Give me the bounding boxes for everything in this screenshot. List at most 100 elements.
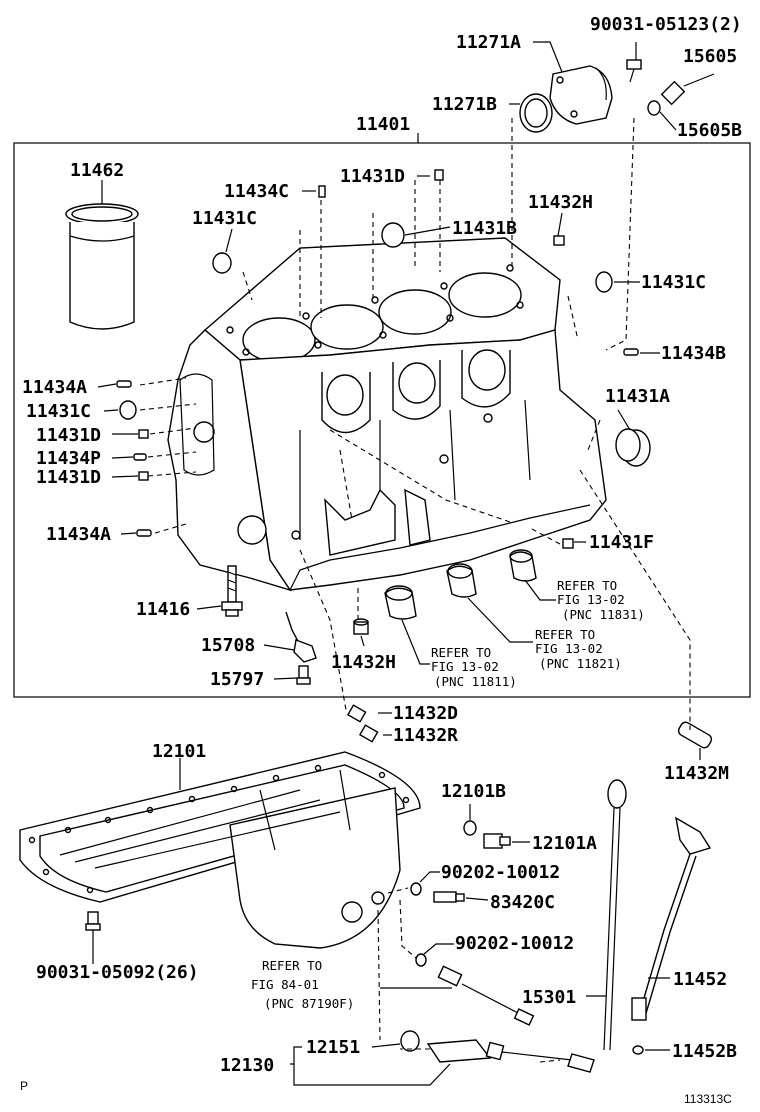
label-11271A: 11271A — [456, 32, 521, 53]
ref-11821-line1: REFER TO — [535, 627, 595, 642]
label-11431C-side: 11431C — [26, 401, 91, 422]
dashed-guide-lines — [139, 117, 691, 1063]
ref-11811-line1: REFER TO — [431, 645, 491, 660]
label-11431F: 11431F — [589, 532, 654, 553]
label-15708: 15708 — [201, 635, 255, 656]
bolt-11416 — [221, 565, 243, 617]
dipstick-15301 — [603, 779, 627, 1051]
ref-87190F-line3: (PNC 87190F) — [264, 996, 354, 1011]
bolt-15797 — [296, 665, 311, 685]
sleeve-11432M — [677, 721, 713, 749]
label-11432R: 11432R — [393, 725, 458, 746]
bearing-sleeve-11811 — [384, 585, 417, 620]
oil-level-sensor — [437, 965, 535, 1026]
oil-jet-15708 — [285, 611, 317, 663]
ref-11821-line3: (PNC 11821) — [539, 656, 622, 671]
label-90031-05123: 90031-05123(2) — [590, 14, 742, 35]
sensor-15605 — [660, 80, 686, 106]
refer-to-notes: REFER TO FIG 13-02 (PNC 11831) REFER TO … — [251, 578, 645, 1011]
pin-11434B — [623, 348, 639, 356]
cylinder-liner — [65, 203, 139, 330]
label-11432M: 11432M — [664, 763, 729, 784]
sensor-gasket — [647, 100, 661, 116]
oil-pressure-sensor-83420C — [433, 891, 465, 903]
label-83420C: 83420C — [490, 892, 555, 913]
plug-11431A — [615, 428, 651, 467]
plug-11431D-upper — [138, 429, 149, 439]
label-15797: 15797 — [210, 669, 264, 690]
drain-plug-12101A — [483, 833, 511, 849]
pan-flange-holes — [28, 764, 410, 894]
label-11431A: 11431A — [605, 386, 670, 407]
label-11416: 11416 — [136, 599, 190, 620]
label-11431C-left: 11431C — [192, 208, 257, 229]
label-15605B: 15605B — [677, 120, 742, 141]
pin-11434A-lower — [136, 529, 152, 537]
pin-11434C — [318, 185, 326, 198]
label-11401: 11401 — [356, 114, 410, 135]
housing-bolt — [626, 59, 642, 83]
pin-11434P — [133, 453, 147, 461]
drain-gasket-12101B — [463, 820, 477, 836]
label-12101B: 12101B — [441, 781, 506, 802]
ref-11811-line3: (PNC 11811) — [434, 674, 517, 689]
o-ring-11452B — [632, 1045, 644, 1055]
label-11434A-lower: 11434A — [46, 524, 111, 545]
deck-bolt-holes — [226, 264, 524, 356]
label-12151: 12151 — [306, 1037, 360, 1058]
dipstick-guide-11452 — [631, 816, 712, 1021]
label-15605: 15605 — [683, 46, 737, 67]
label-12101A: 12101A — [532, 833, 597, 854]
cylinder-block-frame — [13, 142, 751, 698]
label-11462: 11462 — [70, 160, 124, 181]
plug-11432H-bottom — [353, 618, 369, 635]
label-11431D-lower: 11431D — [36, 467, 101, 488]
label-11434B: 11434B — [661, 343, 726, 364]
label-11431D-upper: 11431D — [36, 425, 101, 446]
gasket-12151 — [400, 1030, 420, 1052]
label-11434A-upper: 11434A — [22, 377, 87, 398]
label-90031-05092: 90031-05092(26) — [36, 962, 199, 983]
ref-11821-line2: FIG 13-02 — [535, 641, 603, 656]
cylinder-block — [167, 237, 607, 592]
pin-11434A-upper — [116, 380, 132, 388]
part-labels: 90031-05123(2) 11271A 15605 11271B 15605… — [22, 14, 742, 1076]
label-11434P: 11434P — [36, 448, 101, 469]
label-11432H-bottom: 11432H — [331, 652, 396, 673]
plug-11431D-top — [434, 169, 444, 181]
label-11434C: 11434C — [224, 181, 289, 202]
ref-87190F-line2: FIG 84-01 — [251, 977, 319, 992]
plug-11431C-right — [595, 271, 613, 293]
ref-87190F-line1: REFER TO — [262, 958, 322, 973]
leader-lines — [92, 41, 715, 1086]
plug-11431C-left — [212, 252, 232, 274]
corner-letter: P — [20, 1079, 28, 1093]
oil-pan — [19, 751, 421, 949]
ref-11831-line3: (PNC 11831) — [562, 607, 645, 622]
plug-11432H-top — [553, 235, 565, 246]
label-11432H-top: 11432H — [528, 192, 593, 213]
label-11431D-top: 11431D — [340, 166, 405, 187]
plug-11431F — [562, 538, 574, 549]
label-90202-lower: 90202-10012 — [455, 933, 574, 954]
plug-11431C-side — [119, 400, 137, 420]
label-90202-upper: 90202-10012 — [441, 862, 560, 883]
ref-11811-line2: FIG 13-02 — [431, 659, 499, 674]
label-11452B: 11452B — [672, 1041, 737, 1062]
ref-11831-line2: FIG 13-02 — [557, 592, 625, 607]
bearing-sleeve-11821 — [446, 563, 477, 598]
bearing-sleeve-11831 — [509, 549, 537, 582]
plug-11432R — [358, 724, 379, 743]
label-12101: 12101 — [152, 741, 206, 762]
label-11431C-right: 11431C — [641, 272, 706, 293]
label-11431B: 11431B — [452, 218, 517, 239]
label-15301: 15301 — [522, 987, 576, 1008]
water-outlet-housing — [549, 65, 613, 125]
plug-11431B — [381, 222, 405, 248]
outlet-gasket — [519, 93, 553, 133]
plug-11431D-lower — [138, 471, 149, 481]
plug-11432D — [346, 704, 367, 723]
oil-strainer-12130 — [426, 1039, 595, 1073]
gasket-90202-upper — [410, 882, 422, 896]
